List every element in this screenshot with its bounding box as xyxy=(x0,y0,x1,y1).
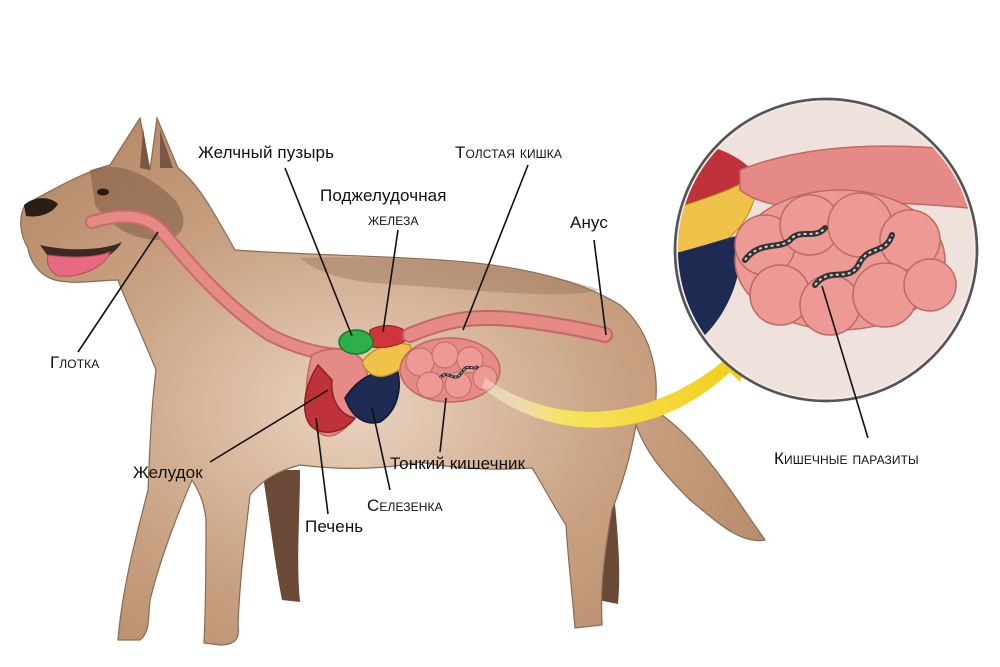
label-pancreas-line1: Поджелудочная xyxy=(320,186,447,205)
leader-large-intestine xyxy=(462,164,529,331)
leader-pharynx xyxy=(77,231,159,353)
label-pancreas-line2: железа xyxy=(368,210,419,229)
leader-parasites xyxy=(821,285,869,439)
label-stomach: Желудок xyxy=(133,463,203,482)
leader-stomach xyxy=(209,389,329,463)
small-intestine-organ xyxy=(399,337,501,403)
leader-small-intestine xyxy=(439,397,447,453)
esophagus xyxy=(85,209,352,362)
leader-lines xyxy=(77,164,869,515)
spleen-organ xyxy=(344,370,400,424)
gallbladder-organ xyxy=(338,329,374,355)
label-anus: Анус xyxy=(570,213,608,232)
leader-spleen xyxy=(371,407,391,491)
label-parasites: Кишечные паразиты xyxy=(774,449,919,468)
leader-liver xyxy=(315,417,329,515)
label-gallbladder: Желчный пузырь xyxy=(198,143,335,162)
label-liver: Печень xyxy=(305,517,364,536)
label-spleen: Селезенка xyxy=(367,496,443,515)
label-pharynx: Глотка xyxy=(50,353,100,372)
leader-pancreas xyxy=(382,229,399,333)
magnified-view xyxy=(673,97,979,403)
leader-gallbladder xyxy=(284,167,353,337)
liver-organ xyxy=(303,363,357,433)
label-small-intestine: Тонкий кишечник xyxy=(390,454,526,473)
label-large-intestine: Толстая кишка xyxy=(455,143,562,162)
leader-anus xyxy=(593,239,607,336)
